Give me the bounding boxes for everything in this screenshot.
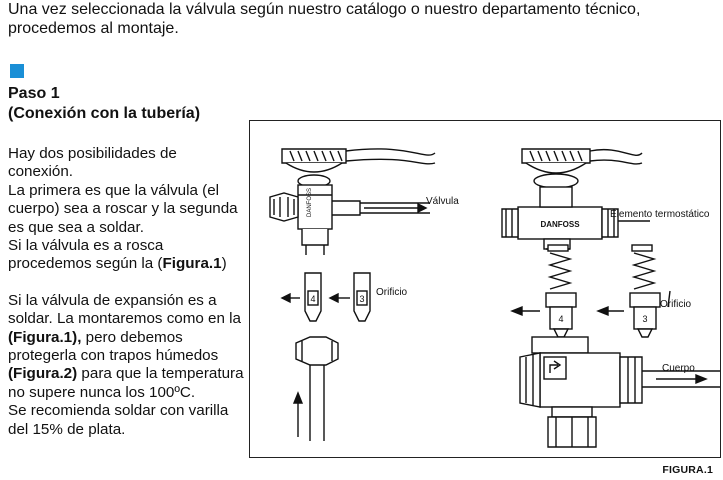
step-heading: Paso 1 (Conexión con la tubería) — [8, 84, 200, 124]
figure-1-illustration: DANFOSS DANFOSS 4 3 4 3 Válvula Orificio… — [249, 120, 721, 458]
orifice-number: 4 — [310, 294, 315, 304]
paragraph-line: Si la válvula es a rosca procedemos segú… — [8, 237, 227, 273]
label-valvula: Válvula — [426, 196, 459, 207]
orifice-number: 3 — [359, 294, 364, 304]
paragraph-line: Se recomienda soldar con varilla del 15%… — [8, 402, 229, 438]
paragraph-welding: Si la válvula de expansión es a soldar. … — [8, 291, 244, 401]
step-subtitle: (Conexión con la tubería) — [8, 105, 201, 122]
step-title: Paso 1 — [8, 85, 60, 102]
intro-text: Una vez seleccionada la válvula según nu… — [8, 1, 641, 37]
orifice-number: 4 — [558, 314, 563, 324]
figure-caption: FIGURA.1 — [662, 464, 713, 476]
instructions-text: Hay dos posibilidades de conexión. La pr… — [8, 145, 244, 439]
section-bullet — [10, 64, 24, 78]
paragraph-line: La primera es que la válvula (el cuerpo)… — [8, 181, 238, 236]
orifice-number: 3 — [642, 314, 647, 324]
figure-reference: (Figura.2) — [8, 365, 78, 383]
label-cuerpo: Cuerpo — [662, 363, 695, 374]
label-orificio-left: Orificio — [376, 287, 408, 298]
figure-reference: Figura.1 — [162, 255, 222, 273]
paragraph-line: Hay dos posibilidades de conexión. — [8, 145, 177, 181]
figure-reference: (Figura.1), — [8, 328, 82, 346]
valve-diagram: DANFOSS DANFOSS 4 3 4 3 — [269, 148, 720, 448]
label-elemento-termostatico: Elemento termostático — [610, 209, 710, 220]
brand-left: DANFOSS — [307, 188, 313, 217]
label-orificio-right: Orificio — [660, 299, 692, 310]
brand-right: DANFOSS — [540, 220, 580, 229]
